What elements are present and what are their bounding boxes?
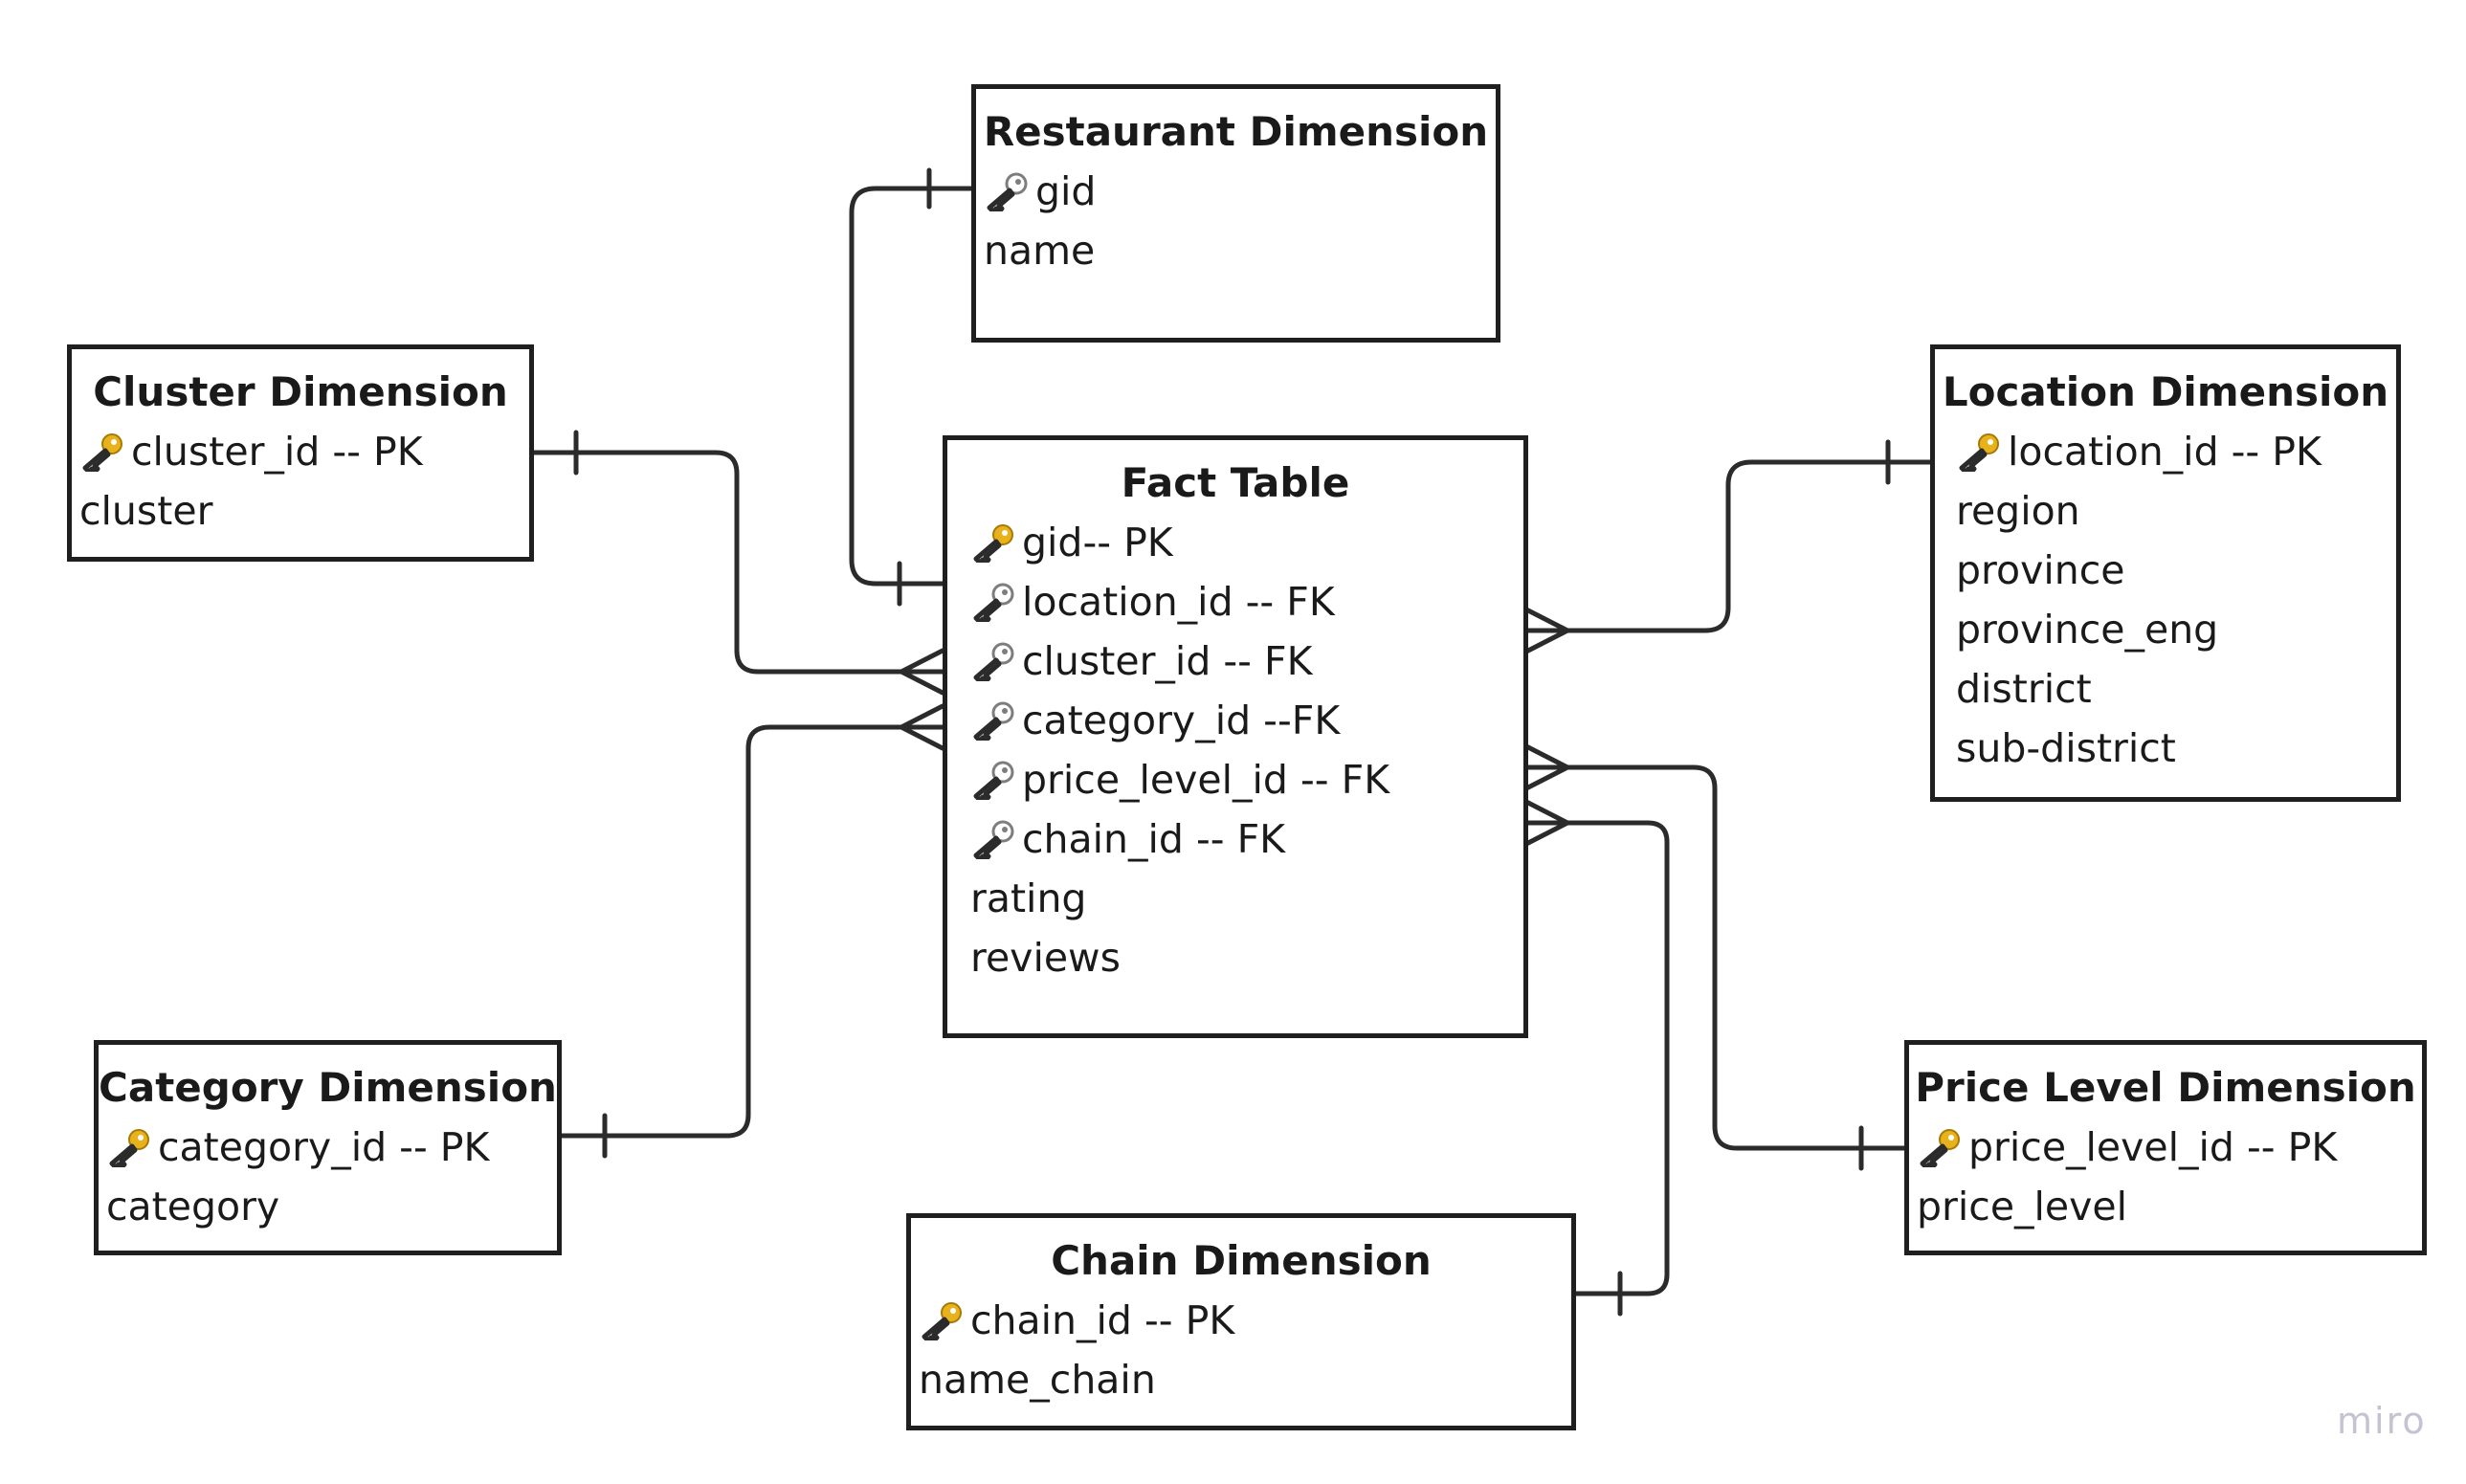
- attr-label: sub-district: [1956, 725, 2176, 771]
- fact-attr-cluster-id: cluster_id -- FK: [947, 631, 1523, 691]
- restaurant-attr-name: name: [976, 221, 1496, 280]
- category-attr-category: category: [99, 1177, 557, 1236]
- cluster-dimension-table[interactable]: Cluster Dimension cluster_id -- PK clust…: [67, 344, 534, 562]
- relationship-restaurant-fact: [849, 167, 974, 607]
- miro-watermark: miro: [2337, 1400, 2427, 1442]
- foreign-key-icon: [970, 760, 1016, 800]
- attr-label: category: [106, 1184, 280, 1229]
- fact-attr-chain-id: chain_id -- FK: [947, 809, 1523, 869]
- restaurant-dimension-table[interactable]: Restaurant Dimension gid name: [971, 84, 1500, 343]
- foreign-key-icon: [970, 700, 1016, 741]
- relationship-cluster-fact: [531, 430, 945, 696]
- price-attr-price-level-id: price_level_id -- PK: [1909, 1118, 2422, 1177]
- fact-table-title: Fact Table: [1121, 459, 1350, 506]
- price-attr-price-level: price_level: [1909, 1177, 2422, 1236]
- relationship-location-fact: [1523, 439, 1933, 654]
- primary-key-icon: [970, 522, 1016, 563]
- chain-attr-name-chain: name_chain: [911, 1350, 1571, 1409]
- cluster-attr-cluster-id: cluster_id -- PK: [72, 422, 529, 481]
- foreign-key-icon: [970, 641, 1016, 681]
- attr-label: gid-- PK: [1022, 520, 1173, 565]
- attr-label: category_id --FK: [1022, 698, 1341, 743]
- primary-key-icon: [79, 432, 125, 472]
- category-attr-category-id: category_id -- PK: [99, 1118, 557, 1177]
- cluster-attr-cluster: cluster: [72, 481, 529, 541]
- attr-label: price_level_id -- FK: [1022, 757, 1390, 803]
- fact-table[interactable]: Fact Table gid-- PK location_id -- FK cl…: [943, 435, 1528, 1038]
- attr-label: price_level: [1917, 1184, 2128, 1229]
- primary-key-icon: [106, 1127, 152, 1167]
- fact-attr-category-id: category_id --FK: [947, 691, 1523, 750]
- location-attr-province: province: [1935, 541, 2396, 600]
- location-attr-location-id: location_id -- PK: [1935, 422, 2396, 481]
- chain-dimension-table[interactable]: Chain Dimension chain_id -- PK name_chai…: [906, 1213, 1576, 1430]
- price-level-dimension-title: Price Level Dimension: [1915, 1064, 2416, 1111]
- restaurant-attr-gid: gid: [976, 162, 1496, 221]
- price-level-dimension-table[interactable]: Price Level Dimension price_level_id -- …: [1904, 1040, 2427, 1255]
- attr-label: province: [1956, 547, 2125, 593]
- foreign-key-icon: [984, 171, 1030, 211]
- primary-key-icon: [919, 1300, 965, 1340]
- attr-label: gid: [1035, 168, 1097, 214]
- primary-key-icon: [1956, 432, 2002, 472]
- fact-attr-gid: gid-- PK: [947, 513, 1523, 572]
- attr-label: province_eng: [1956, 607, 2219, 653]
- location-attr-district: district: [1935, 659, 2396, 719]
- location-attr-province-eng: province_eng: [1935, 600, 2396, 659]
- attr-label: cluster: [79, 488, 213, 534]
- relationship-category-fact: [557, 703, 945, 1159]
- attr-label: rating: [970, 875, 1087, 921]
- fact-attr-location-id: location_id -- FK: [947, 572, 1523, 631]
- attr-label: reviews: [970, 935, 1121, 981]
- attr-label: name_chain: [919, 1357, 1156, 1403]
- attr-label: price_level_id -- PK: [1968, 1124, 2338, 1170]
- foreign-key-icon: [970, 582, 1016, 622]
- location-dimension-title: Location Dimension: [1942, 368, 2389, 415]
- chain-dimension-title: Chain Dimension: [1051, 1237, 1432, 1284]
- location-attr-sub-district: sub-district: [1935, 719, 2396, 778]
- category-dimension-table[interactable]: Category Dimension category_id -- PK cat…: [94, 1040, 562, 1255]
- attr-label: chain_id -- FK: [1022, 816, 1286, 862]
- location-dimension-table[interactable]: Location Dimension location_id -- PK reg…: [1930, 344, 2401, 802]
- attr-label: category_id -- PK: [158, 1124, 490, 1170]
- attr-label: location_id -- PK: [2008, 429, 2322, 475]
- fact-attr-rating: rating: [947, 869, 1523, 928]
- primary-key-icon: [1917, 1127, 1963, 1167]
- location-attr-region: region: [1935, 481, 2396, 541]
- attr-label: region: [1956, 488, 2080, 534]
- restaurant-dimension-title: Restaurant Dimension: [983, 108, 1489, 155]
- foreign-key-icon: [970, 819, 1016, 859]
- attr-label: district: [1956, 666, 2092, 712]
- attr-label: name: [984, 228, 1096, 274]
- chain-attr-chain-id: chain_id -- PK: [911, 1291, 1571, 1350]
- attr-label: location_id -- FK: [1022, 579, 1335, 625]
- fact-attr-price-level-id: price_level_id -- FK: [947, 750, 1523, 809]
- relationship-chain-fact: [1523, 799, 1670, 1317]
- attr-label: chain_id -- PK: [970, 1297, 1235, 1343]
- attr-label: cluster_id -- PK: [131, 429, 423, 475]
- cluster-dimension-title: Cluster Dimension: [93, 368, 508, 415]
- category-dimension-title: Category Dimension: [99, 1064, 557, 1111]
- attr-label: cluster_id -- FK: [1022, 638, 1313, 684]
- relationship-price-fact: [1523, 743, 1907, 1171]
- fact-attr-reviews: reviews: [947, 928, 1523, 987]
